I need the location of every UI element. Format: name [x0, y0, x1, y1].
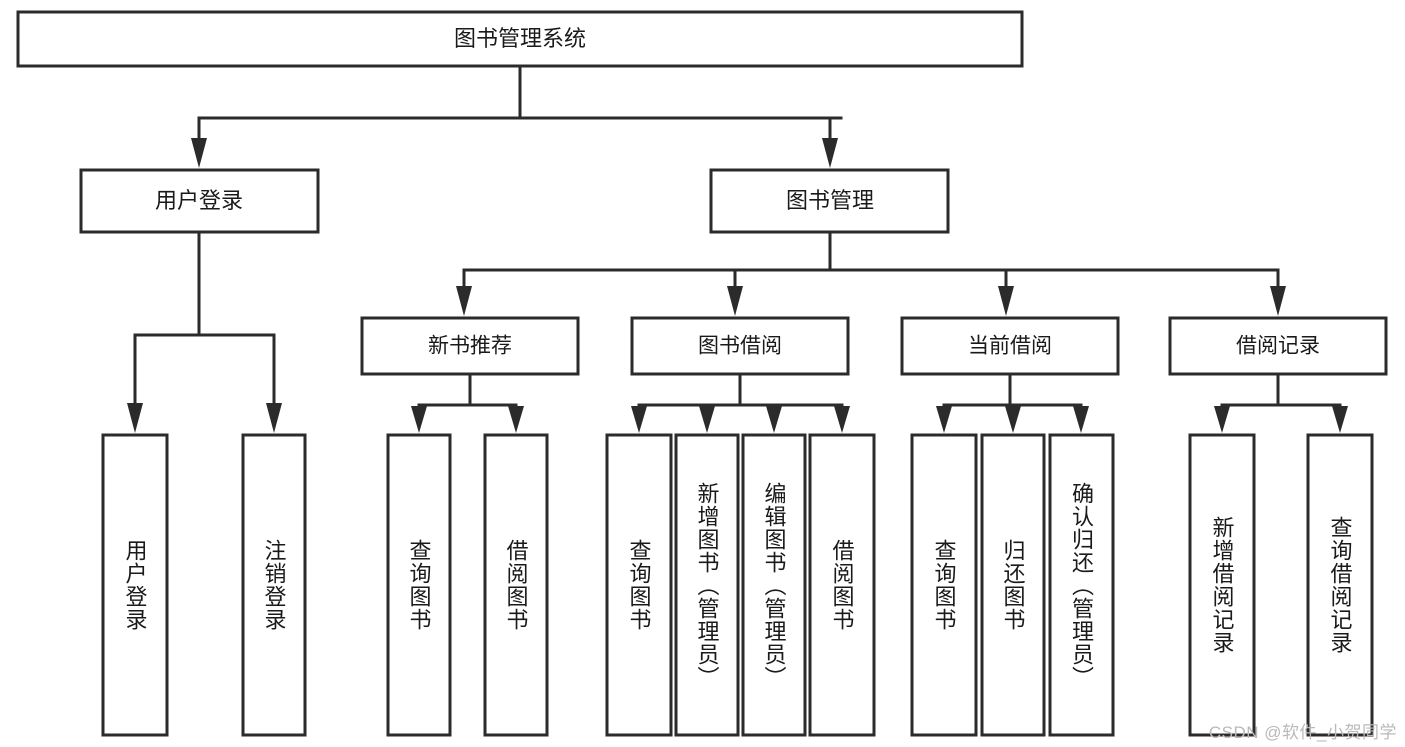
leaf-box-borrow-book-1[interactable] — [483, 433, 549, 737]
arrow-to-leaf-query-book-3 — [936, 406, 952, 433]
arrow-to-leaf-user-login — [127, 403, 143, 433]
arrow-root-to-book-mgmt — [822, 138, 838, 168]
node-root[interactable]: 图书管理系统 — [16, 10, 1024, 68]
edges-bookborrow-to-leaves — [631, 372, 850, 433]
node-current-borrow[interactable]: 当前借阅 — [900, 316, 1120, 376]
node-borrow-record-box[interactable] — [1168, 316, 1388, 376]
node-user-login-box[interactable] — [79, 168, 320, 234]
node-book-management-box[interactable] — [709, 168, 950, 234]
arrow-to-new-book-rec — [456, 286, 472, 316]
arrow-root-to-user-login — [191, 138, 207, 168]
leaf-box-edit-book[interactable] — [741, 433, 807, 737]
leaf-box-query-book-3[interactable] — [910, 433, 978, 737]
edges-newbookrec-to-leaves — [411, 372, 524, 433]
node-book-borrow-box[interactable] — [630, 316, 850, 376]
leaf-box-return-book[interactable] — [980, 433, 1046, 737]
leaf-box-borrow-book-2[interactable] — [808, 433, 876, 737]
leaf-box-user-login[interactable] — [101, 433, 169, 737]
arrow-to-leaf-query-book-2 — [631, 406, 647, 433]
leaf-box-query-book-2[interactable] — [605, 433, 673, 737]
node-current-borrow-box[interactable] — [900, 316, 1120, 376]
leaf-box-add-book[interactable] — [674, 433, 740, 737]
arrow-to-leaf-return-book — [1005, 406, 1021, 433]
edges-root-to-level2 — [191, 64, 843, 168]
node-new-book-recommend-box[interactable] — [360, 316, 580, 376]
arrow-to-leaf-add-record — [1214, 406, 1230, 433]
arrow-to-leaf-borrow-book-1 — [508, 406, 524, 433]
arrow-to-leaf-edit-book — [766, 406, 782, 433]
node-root-label: 图书管理系统 — [454, 26, 586, 51]
node-book-management-label: 图书管理 — [786, 188, 874, 213]
leaf-box-logout[interactable] — [241, 433, 307, 737]
node-borrow-record-label: 借阅记录 — [1236, 335, 1320, 358]
node-book-borrow-label: 图书借阅 — [698, 335, 782, 358]
arrow-to-borrow-record — [1270, 286, 1286, 316]
node-book-management[interactable]: 图书管理 — [709, 168, 950, 234]
leaf-boxes — [101, 433, 1374, 737]
node-current-borrow-label: 当前借阅 — [968, 335, 1052, 358]
watermark: CSDN @软件_小贺同学 — [1208, 723, 1397, 742]
node-borrow-record[interactable]: 借阅记录 — [1168, 316, 1388, 376]
leaf-box-query-book-1[interactable] — [386, 433, 452, 737]
node-root-box[interactable] — [16, 10, 1024, 68]
arrow-to-book-borrow — [727, 286, 743, 316]
node-user-login[interactable]: 用户登录 — [79, 168, 320, 234]
arrow-to-leaf-confirm-return — [1073, 406, 1089, 433]
edges-currentborrow-to-leaves — [936, 372, 1089, 433]
edges-bookmgmt-to-level3 — [456, 230, 1286, 316]
node-user-login-label: 用户登录 — [155, 188, 243, 213]
arrow-to-leaf-add-book — [699, 406, 715, 433]
leaf-box-confirm-return[interactable] — [1048, 433, 1115, 737]
leaf-box-query-record[interactable] — [1306, 433, 1374, 737]
arrow-to-leaf-query-record — [1332, 406, 1348, 433]
arrow-to-leaf-borrow-book-2 — [834, 406, 850, 433]
arrow-to-leaf-query-book-1 — [411, 406, 427, 433]
leaf-box-add-record[interactable] — [1188, 433, 1256, 737]
arrow-to-current-borrow — [998, 286, 1014, 316]
node-new-book-recommend-label: 新书推荐 — [428, 335, 512, 358]
edges-borrowrecord-to-leaves — [1214, 372, 1348, 433]
node-new-book-recommend[interactable]: 新书推荐 — [360, 316, 580, 376]
arrow-to-leaf-logout — [266, 403, 282, 433]
edges-userlogin-to-leaves — [127, 230, 282, 433]
node-book-borrow[interactable]: 图书借阅 — [630, 316, 850, 376]
